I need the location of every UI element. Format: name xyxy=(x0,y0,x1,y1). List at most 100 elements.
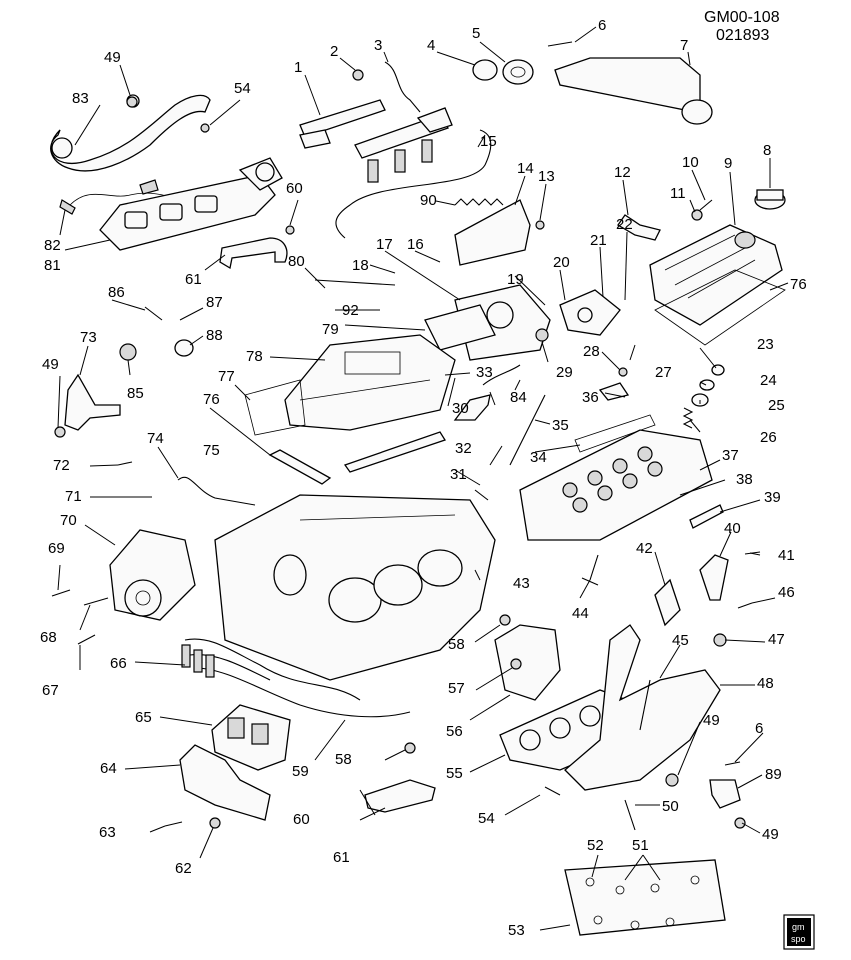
callout-25: 25 xyxy=(768,397,785,414)
part-air-inlet-duct xyxy=(554,57,713,125)
part-exhaust-sensor xyxy=(639,679,651,731)
callout-64: 64 xyxy=(100,760,117,777)
callout-11: 11 xyxy=(670,185,686,202)
callout-41: 41 xyxy=(778,547,795,564)
callout-3: 3 xyxy=(374,37,382,54)
part-generator-bracket xyxy=(109,529,196,621)
part-rocker-cover-right xyxy=(649,224,783,326)
callout-89: 89 xyxy=(765,766,782,783)
callout-83: 83 xyxy=(72,90,89,107)
callout-71: 71 xyxy=(65,488,82,505)
callout-74: 74 xyxy=(147,430,164,447)
callout-80: 80 xyxy=(288,253,305,270)
part-valve-spring-parts xyxy=(682,364,725,429)
part-exhaust-pipe xyxy=(564,624,721,791)
part-cylinder-head xyxy=(519,429,713,541)
part-valley-gasket xyxy=(574,414,656,453)
callout-6: 6 xyxy=(598,17,606,34)
callout-62: 62 xyxy=(175,860,192,877)
part-intake-manifold xyxy=(284,334,456,431)
part-exhaust-manifold-left xyxy=(99,157,283,251)
callout-26: 26 xyxy=(760,429,777,446)
callout-90: 90 xyxy=(420,192,437,209)
callout-22: 22 xyxy=(616,216,633,233)
callout-88: 88 xyxy=(206,327,223,344)
callout-58-secondary: 58 xyxy=(335,751,352,768)
part-valve xyxy=(581,554,599,586)
part-grommet xyxy=(502,59,534,85)
callout-8: 8 xyxy=(763,142,771,159)
part-rocker-support xyxy=(598,382,630,401)
part-dipstick-tube xyxy=(177,476,256,506)
part-oil-pan-gasket xyxy=(564,859,726,936)
callout-59: 59 xyxy=(292,763,309,780)
callout-42: 42 xyxy=(636,540,653,557)
callout-66: 66 xyxy=(110,655,127,672)
callout-32: 32 xyxy=(455,440,472,457)
callout-16: 16 xyxy=(407,236,424,253)
callout-7: 7 xyxy=(680,37,688,54)
callout-49: 49 xyxy=(104,49,121,66)
part-throttle-body xyxy=(454,284,551,361)
callout-44: 44 xyxy=(572,605,589,622)
logo-text-top: gm xyxy=(792,922,805,932)
callout-55: 55 xyxy=(446,765,463,782)
callout-2: 2 xyxy=(330,43,338,60)
callout-67: 67 xyxy=(42,682,59,699)
callout-84: 84 xyxy=(510,389,527,406)
callout-36: 36 xyxy=(582,389,599,406)
callout-78: 78 xyxy=(246,348,263,365)
part-ignition-coil-module xyxy=(211,704,291,771)
callout-14: 14 xyxy=(517,160,534,177)
part-rocker-cover-gasket-right xyxy=(654,269,786,346)
callout-39: 39 xyxy=(764,489,781,506)
callout-57: 57 xyxy=(448,680,465,697)
part-accelerator-bracket xyxy=(454,199,531,266)
part-fasteners xyxy=(54,69,746,829)
callout-45: 45 xyxy=(672,632,689,649)
part-fuel-rail xyxy=(299,99,453,183)
callout-30: 30 xyxy=(452,400,469,417)
callout-61: 61 xyxy=(185,271,202,288)
drawing-code: GM00-108 xyxy=(704,9,780,26)
part-spark-plug xyxy=(689,504,724,529)
callout-34: 34 xyxy=(530,449,547,466)
callout-51: 51 xyxy=(632,837,649,854)
callout-49-secondary: 49 xyxy=(42,356,59,373)
callout-15: 15 xyxy=(480,133,497,150)
callout-47: 47 xyxy=(768,631,785,648)
callout-70: 70 xyxy=(60,512,77,529)
callout-48: 48 xyxy=(757,675,774,692)
callout-21: 21 xyxy=(590,232,607,249)
drawing-date: 021893 xyxy=(716,27,769,44)
callout-46: 46 xyxy=(778,584,795,601)
part-upper-intake xyxy=(424,304,496,351)
callout-77: 77 xyxy=(218,368,235,385)
callout-81: 81 xyxy=(44,257,61,274)
callout-12: 12 xyxy=(614,164,631,181)
callout-31: 31 xyxy=(450,466,467,483)
part-intake-gasket-strip-left xyxy=(268,449,332,485)
callout-19: 19 xyxy=(507,271,524,288)
part-heat-shield-bracket-upper xyxy=(219,237,288,270)
callout-labels: 1 2 3 4 5 6 7 8 9 10 11 12 13 14 15 16 1… xyxy=(40,17,807,939)
part-return-spring xyxy=(454,198,504,206)
part-exhaust-manifold-bracket xyxy=(494,624,561,701)
callout-54-secondary: 54 xyxy=(478,810,495,827)
callout-92: 92 xyxy=(342,302,359,319)
callout-4: 4 xyxy=(427,37,435,54)
callout-49-tertiary: 49 xyxy=(703,712,720,729)
part-bolts xyxy=(51,41,761,827)
callout-10: 10 xyxy=(682,154,699,171)
callout-79: 79 xyxy=(322,321,339,338)
callout-leaders xyxy=(57,26,789,931)
callout-52: 52 xyxy=(587,837,604,854)
part-stud xyxy=(624,799,636,831)
callout-33: 33 xyxy=(476,364,493,381)
callout-76: 76 xyxy=(203,391,220,408)
part-vacuum-line xyxy=(335,129,492,239)
callout-65: 65 xyxy=(135,709,152,726)
callout-20: 20 xyxy=(553,254,570,271)
callout-17: 17 xyxy=(376,236,393,253)
